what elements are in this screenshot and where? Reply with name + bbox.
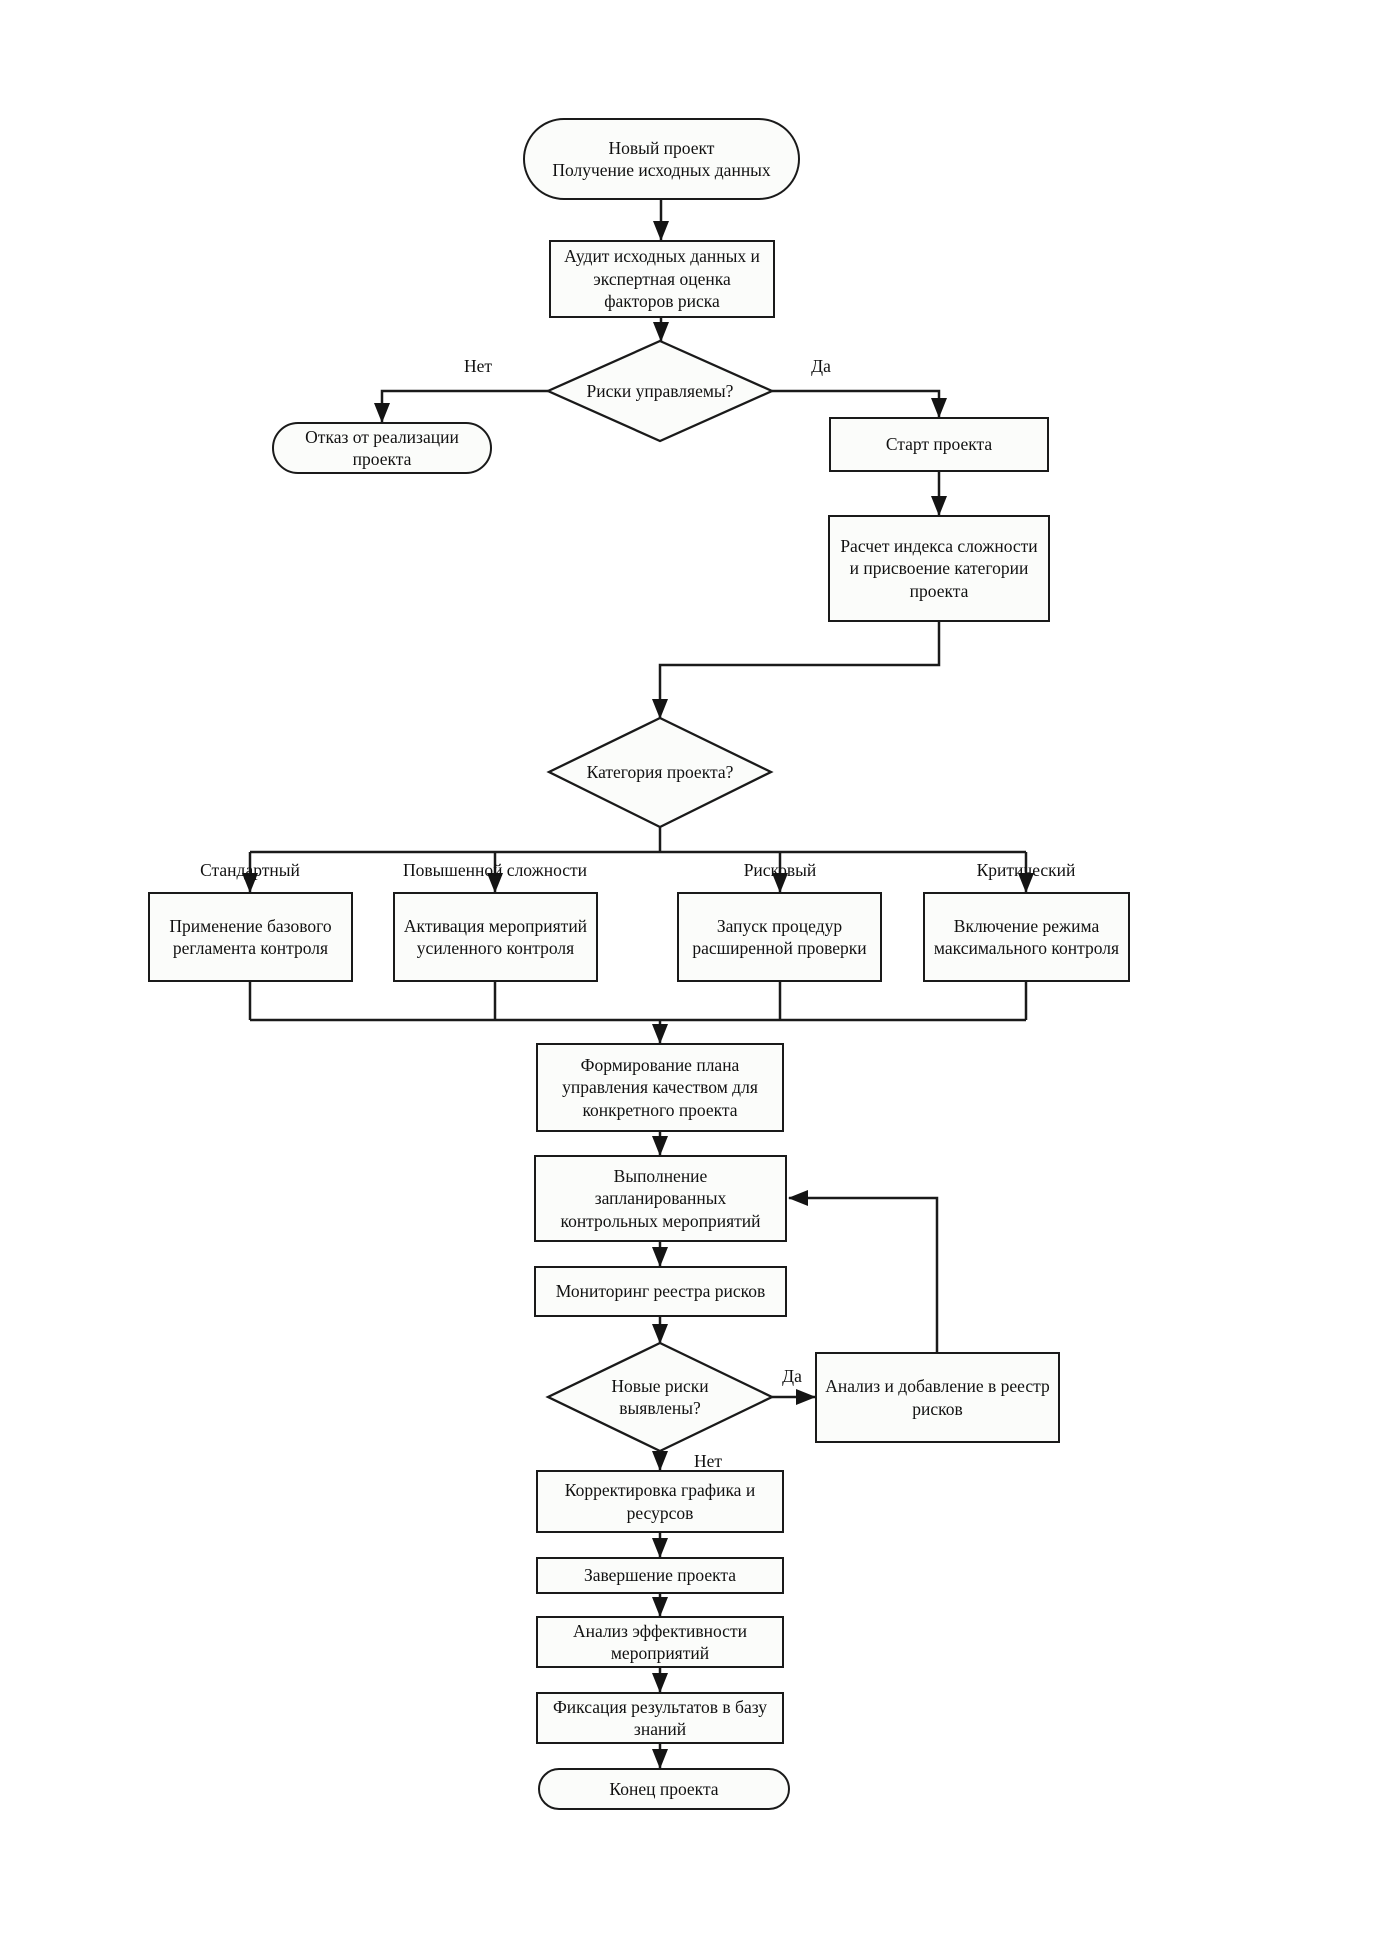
branch-label-standard: Стандартный [200, 859, 300, 880]
edge-analyze-feedback-execute [788, 1190, 939, 1352]
process-critical-action: Включение режима максимального контроля [923, 892, 1130, 982]
process-execute: Выполнение запланированных контрольных м… [534, 1155, 787, 1242]
process-finish: Завершение проекта [536, 1557, 784, 1594]
process-analyze-add: Анализ и добавление в реестр рисков [815, 1352, 1060, 1443]
edge-label-risks-yes: Да [811, 355, 831, 376]
edge-label-newrisks-no: Нет [693, 1450, 723, 1471]
edge-label-risks-no: Нет [463, 355, 493, 376]
edge-label-newrisks-yes: Да [782, 1365, 802, 1386]
edge-risks-no-reject [374, 389, 548, 423]
process-standard-action: Применение базового регламента контроля [148, 892, 353, 982]
decision-category-shape [546, 716, 774, 829]
process-effectiveness: Анализ эффективности мероприятий [536, 1616, 784, 1668]
process-fixation: Фиксация результатов в базу знаний [536, 1692, 784, 1744]
decision-newrisks-shape [545, 1341, 775, 1453]
process-adjust: Корректировка графика и ресурсов [536, 1470, 784, 1533]
decision-category-label: Категория проекта? [586, 762, 734, 783]
process-calc-index: Расчет индекса сложности и присвоение ка… [828, 515, 1050, 622]
process-plan: Формирование плана управления качеством … [536, 1043, 784, 1132]
branch-label-risky: Рисковый [743, 859, 817, 880]
process-risky-action: Запуск процедур расширенной проверки [677, 892, 882, 982]
process-start-project: Старт проекта [829, 417, 1049, 472]
terminal-end: Конец проекта [538, 1768, 790, 1810]
decision-newrisks-label: Новые риски выявлены? [611, 1375, 709, 1418]
edge-risks-yes-startproject [772, 389, 947, 418]
process-monitor: Мониторинг реестра рисков [534, 1266, 787, 1317]
process-audit: Аудит исходных данных и экспертная оценк… [549, 240, 775, 318]
branch-label-elevated: Повышенной сложности [402, 859, 588, 880]
terminal-reject: Отказ от реализации проекта [272, 422, 492, 474]
branch-label-critical: Критический [976, 859, 1076, 880]
decision-risks-shape [545, 339, 775, 443]
edge-calc-category [652, 622, 941, 719]
decision-risks-label: Риски управляемы? [586, 380, 734, 401]
terminal-start: Новый проект Получение исходных данных [523, 118, 800, 200]
process-elevated-action: Активация мероприятий усиленного контрол… [393, 892, 598, 982]
